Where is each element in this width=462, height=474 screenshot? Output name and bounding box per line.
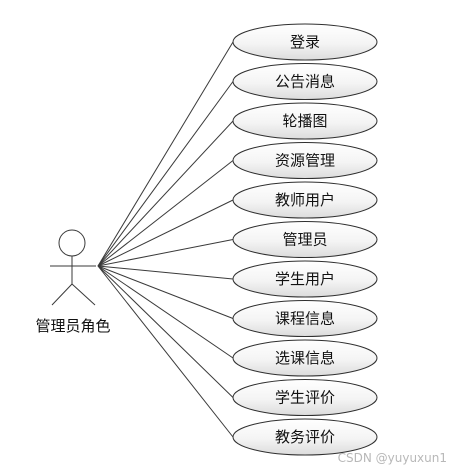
association-line-11 — [97, 265, 234, 438]
usecase-9-label: 选课信息 — [275, 349, 335, 367]
usecase-1-ellipse — [232, 23, 378, 61]
association-line-1 — [97, 41, 234, 267]
usecase-11: 教务评价 — [232, 418, 378, 456]
usecase-8-ellipse — [232, 300, 378, 337]
usecase-6-ellipse — [232, 221, 378, 258]
usecase-3: 轮播图 — [232, 102, 378, 140]
usecase-6-label: 管理员 — [282, 231, 327, 249]
usecase-3-label: 轮播图 — [282, 112, 327, 130]
actor-right-leg — [71, 283, 96, 306]
association-line-2 — [97, 81, 234, 267]
usecase-7: 学生用户 — [232, 260, 378, 298]
usecase-5-label: 教师用户 — [275, 191, 335, 209]
usecase-6: 管理员 — [232, 221, 378, 258]
association-line-6 — [97, 239, 234, 267]
association-line-8 — [97, 265, 234, 319]
usecase-8: 课程信息 — [232, 300, 378, 337]
usecase-4: 资源管理 — [232, 142, 378, 179]
usecase-1: 登录 — [232, 23, 378, 61]
actor-figure: 管理员角色 — [35, 229, 111, 335]
usecase-9: 选课信息 — [232, 339, 378, 377]
association-line-5 — [97, 199, 234, 267]
usecase-3-ellipse — [232, 102, 378, 140]
usecase-11-ellipse — [232, 418, 378, 456]
usecase-10-label: 学生评价 — [275, 389, 335, 407]
usecase-2: 公告消息 — [232, 63, 378, 100]
actor-head — [58, 229, 86, 257]
usecase-10-ellipse — [232, 379, 378, 416]
association-lines — [97, 41, 234, 438]
usecase-4-ellipse — [232, 142, 378, 179]
usecase-5-ellipse — [232, 181, 378, 219]
usecase-11-label: 教务评价 — [275, 428, 335, 446]
watermark: CSDN @yuyuxun1 — [338, 451, 447, 465]
association-line-10 — [97, 265, 234, 398]
actor-left-leg — [51, 283, 73, 306]
association-line-7 — [97, 265, 234, 280]
usecase-5: 教师用户 — [232, 181, 378, 219]
usecase-10: 学生评价 — [232, 379, 378, 416]
usecase-4-label: 资源管理 — [275, 152, 335, 170]
usecase-2-ellipse — [232, 63, 378, 100]
usecase-7-label: 学生用户 — [275, 270, 335, 288]
usecase-2-label: 公告消息 — [275, 73, 335, 91]
association-line-4 — [97, 160, 234, 267]
actor-label: 管理员角色 — [35, 317, 110, 335]
usecase-9-ellipse — [232, 339, 378, 377]
association-line-3 — [97, 120, 234, 267]
association-line-9 — [97, 265, 234, 359]
usecase-7-ellipse — [232, 260, 378, 298]
usecase-1-label: 登录 — [290, 33, 320, 51]
usecase-8-label: 课程信息 — [275, 310, 335, 328]
